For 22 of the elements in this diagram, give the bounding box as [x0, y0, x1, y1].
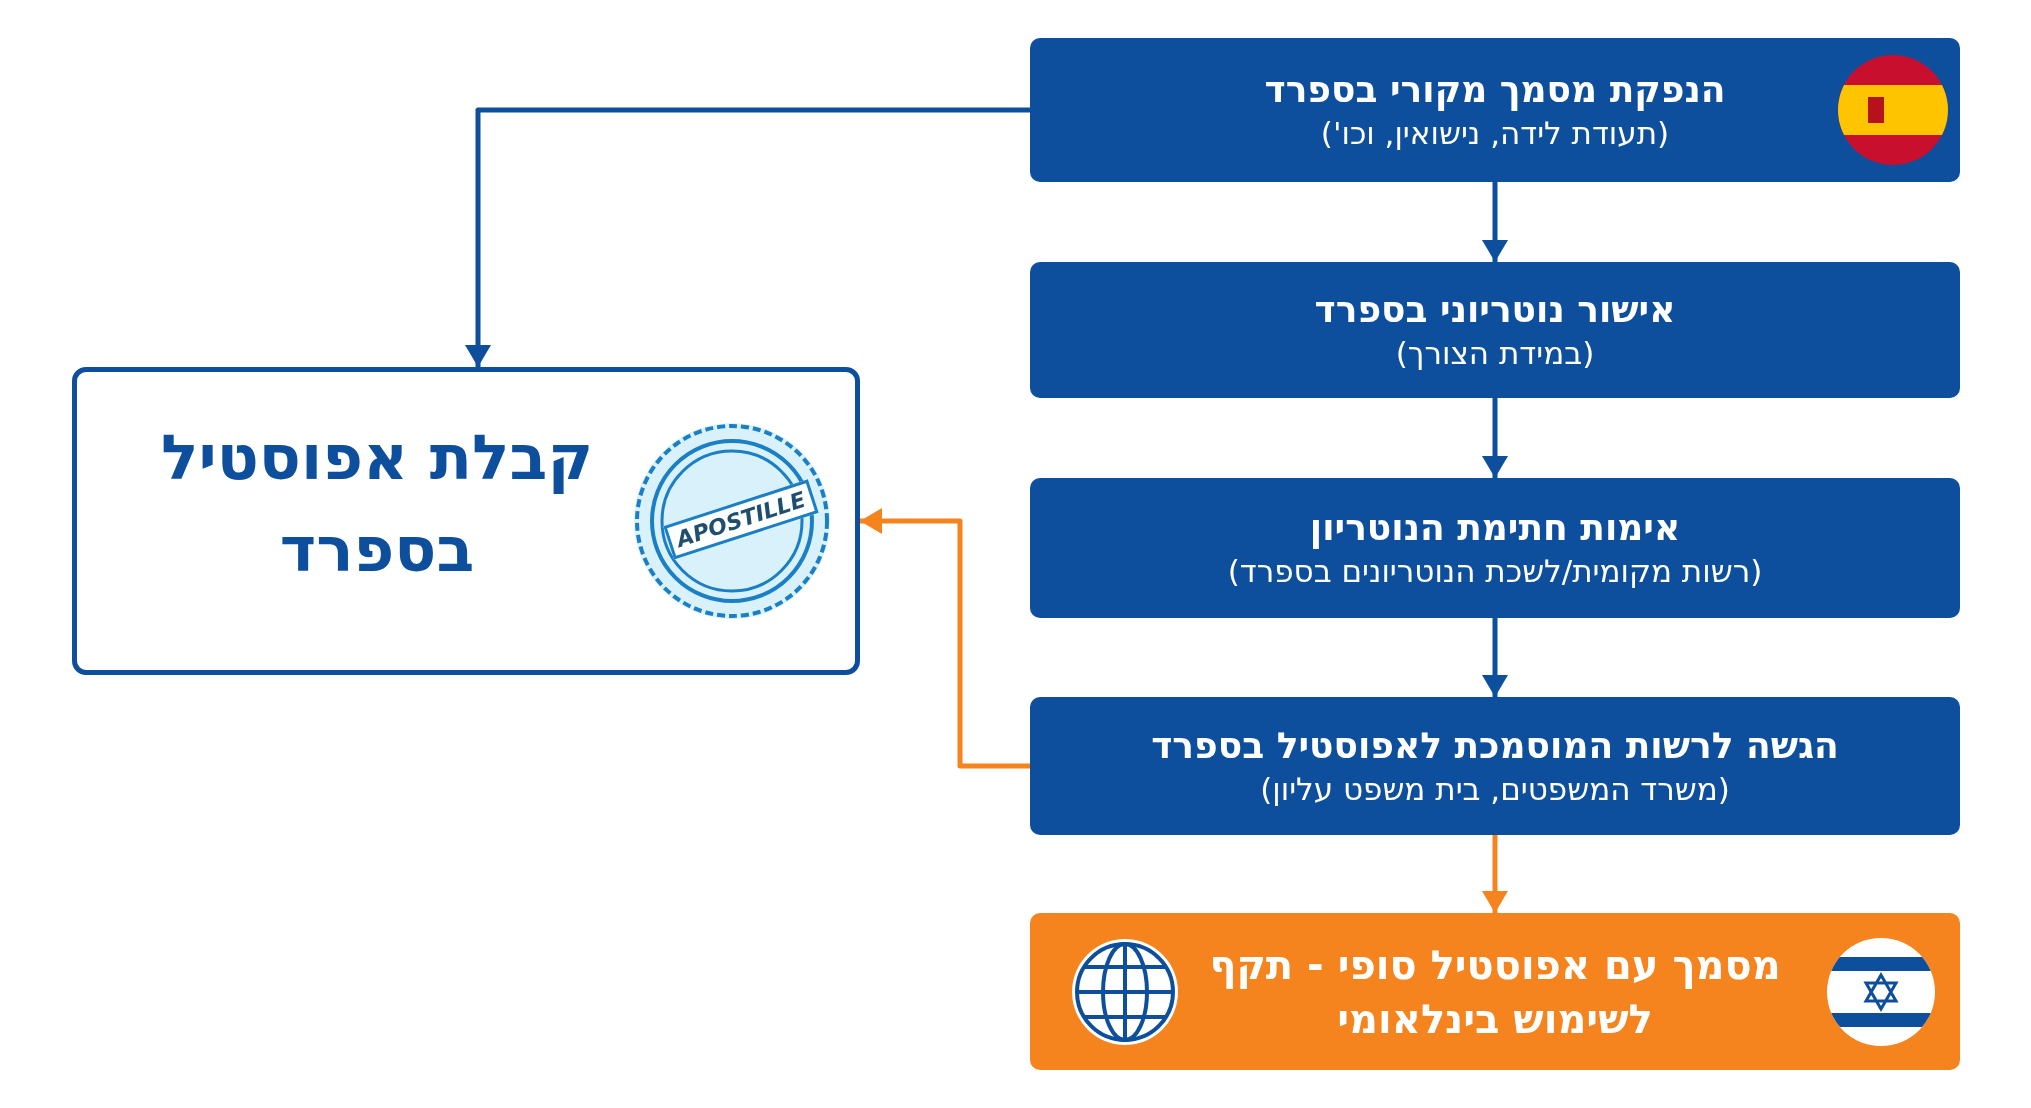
step-title: הגשה לרשות המוסמכת לאפוסטיל בספרד: [1151, 724, 1839, 768]
step-note: (משרד המשפטים, בית משפט עליון): [1260, 770, 1730, 809]
arrow: [1482, 182, 1508, 262]
step-title: אישור נוטריוני בספרד: [1314, 288, 1676, 332]
step-title: אימות חתימת הנוטריון: [1309, 506, 1681, 551]
result-heading: קבלת אפוסטיל בספרד: [159, 420, 595, 588]
process-box: [1030, 38, 1960, 182]
arrow: [465, 107, 1030, 367]
result-text: מסמך עם אפוסטיל סופי - תקף לשימוש בינלאומי: [1208, 940, 1782, 1044]
process-box: [1030, 262, 1960, 398]
process-box: [1030, 478, 1960, 618]
process-box: [72, 367, 860, 675]
process-box: [1030, 697, 1960, 835]
arrow: [1482, 618, 1508, 697]
arrow: [860, 508, 1030, 769]
arrow: [1482, 835, 1508, 913]
step-note: (במידת הצורך): [1395, 334, 1595, 373]
step-note: (רשות מקומית/לשכת הנוטריונים בספרד): [1227, 552, 1763, 591]
arrow: [1482, 398, 1508, 478]
step-note: (תעודת לידה, נישואין, וכו'): [1320, 114, 1670, 153]
step-title: הנפקת מסמך מקורי בספרד: [1264, 68, 1726, 113]
result-box: [1030, 913, 1960, 1070]
